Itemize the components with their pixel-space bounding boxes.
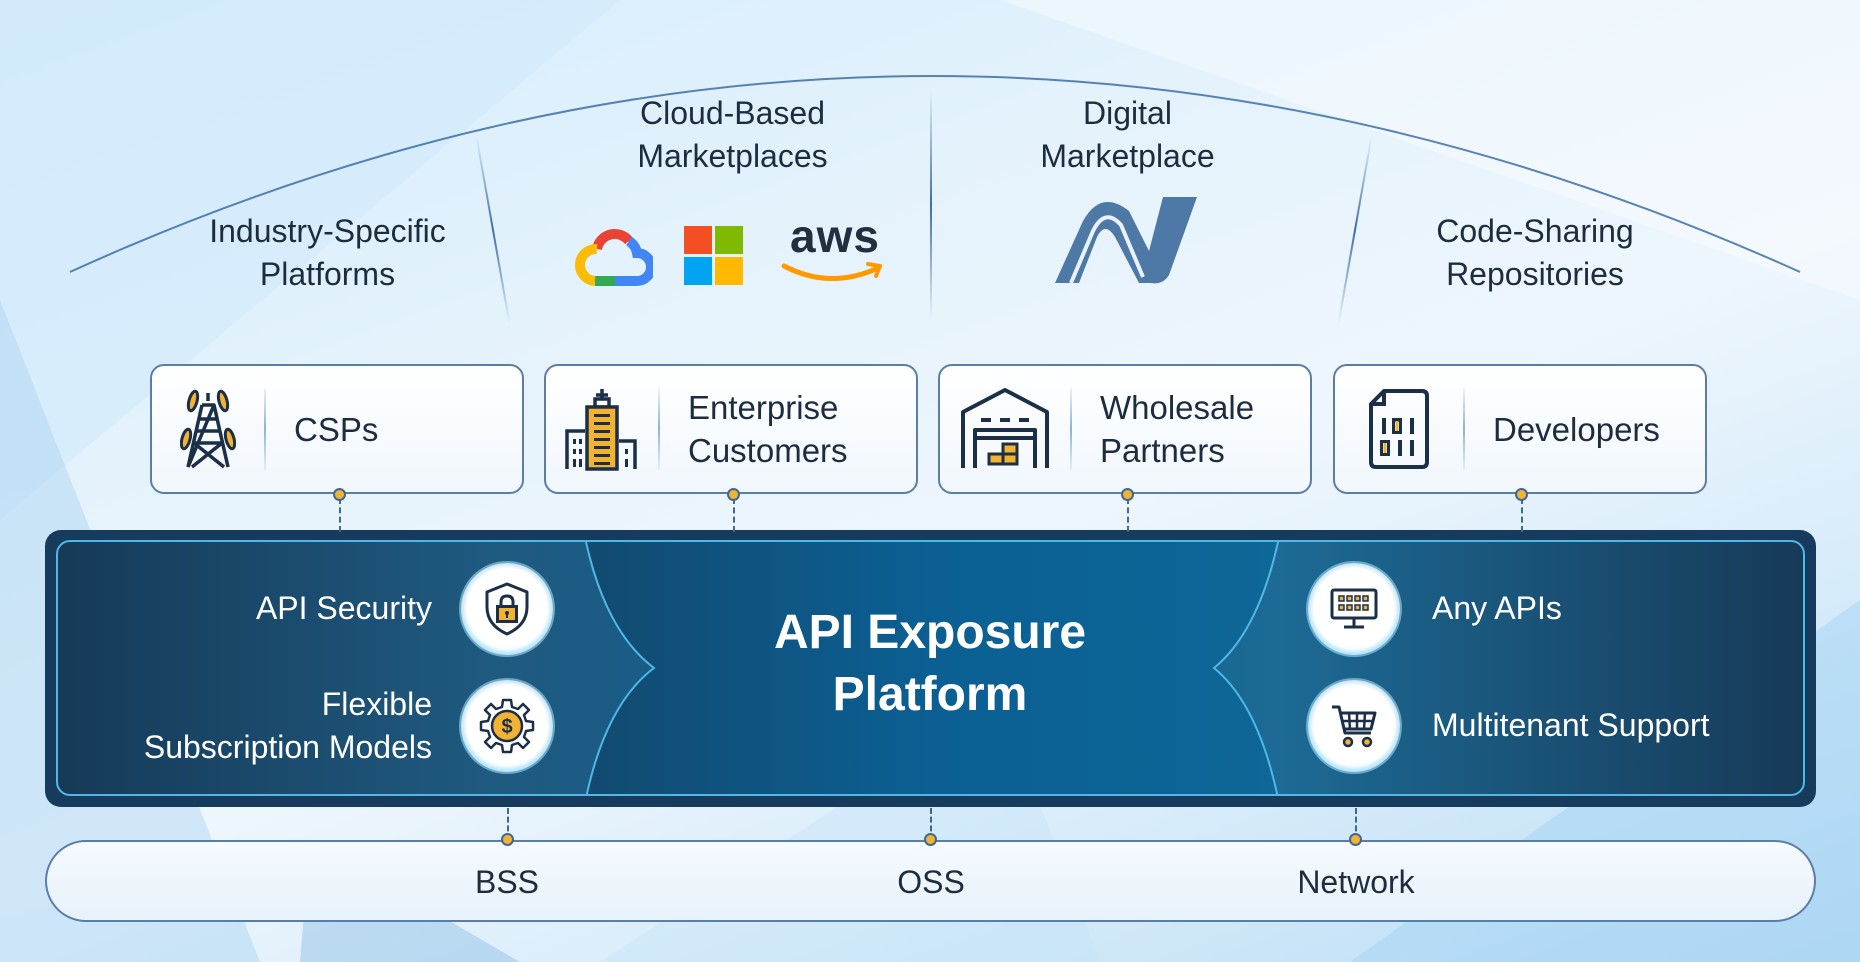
channel-label-line: Platforms — [259, 256, 396, 292]
binary-file-icon — [1369, 389, 1429, 469]
platform-center-panel — [585, 542, 1279, 794]
feature-api-security: API Security — [256, 587, 432, 630]
channel-label-line: Marketplace — [1040, 138, 1215, 174]
audience-label-line: Developers — [1493, 410, 1660, 448]
shield-lock-icon — [485, 582, 529, 636]
platform-title: API Exposure Platform — [690, 602, 1170, 726]
shopping-cart-icon — [1332, 705, 1377, 748]
svg-text:$: $ — [501, 716, 512, 738]
top-arc — [69, 75, 1801, 273]
feature-flexible-subscription-models: Flexible Subscription Models — [144, 683, 432, 769]
connector-dot — [1349, 833, 1362, 846]
feature-label: API Security — [255, 590, 432, 626]
connector-dot — [1515, 488, 1528, 501]
audience-label: Enterprise Customers — [660, 386, 848, 472]
feature-icon-badge — [461, 563, 553, 655]
foundation-oss: OSS — [897, 864, 965, 900]
feature-label: Multitenant Support — [1432, 707, 1710, 743]
connector-dot — [1121, 488, 1134, 501]
gear-dollar-icon: $ — [479, 698, 535, 754]
aws-smile-arrow — [781, 262, 882, 281]
channel-label-line: Marketplaces — [637, 138, 828, 174]
channel-label-line: Industry-Specific — [209, 213, 446, 249]
connector-line — [930, 808, 932, 840]
card-separator — [1070, 388, 1072, 470]
channel-label-line: Repositories — [1446, 256, 1624, 292]
warehouse-icon — [961, 388, 1049, 468]
connector-line — [733, 498, 735, 532]
card-separator — [658, 388, 660, 470]
audience-label: CSPs — [266, 408, 378, 451]
audience-label-line: Wholesale — [1100, 389, 1255, 426]
channel-cloud-based-marketplaces: Cloud-Based Marketplaces — [600, 92, 865, 178]
channel-label-line: Cloud-Based — [640, 95, 825, 131]
feature-icon-badge — [1308, 680, 1400, 772]
card-separator — [1463, 388, 1465, 470]
platform-title-line: Platform — [832, 668, 1028, 721]
connector-dot — [501, 833, 514, 846]
platform-title-line: API Exposure — [773, 606, 1087, 659]
divider-line — [930, 90, 932, 320]
digital-marketplace-logo — [1055, 197, 1197, 284]
channel-label-line: Code-Sharing — [1436, 213, 1634, 249]
audience-label-line: Partners — [1100, 432, 1225, 469]
feature-icon-badge — [1308, 563, 1400, 655]
audience-label: Wholesale Partners — [1072, 386, 1254, 472]
monitor-grid-icon — [1330, 588, 1378, 629]
connector-line — [507, 808, 509, 840]
microsoft-logo — [684, 226, 743, 285]
aws-logo-text: aws — [790, 210, 880, 262]
connector-dot — [924, 833, 937, 846]
aws-logo: aws — [780, 212, 890, 292]
feature-label: Any APIs — [1432, 590, 1562, 626]
connector-dot — [727, 488, 740, 501]
feature-any-apis: Any APIs — [1432, 587, 1562, 630]
connector-line — [1127, 498, 1129, 532]
channel-label-line: Digital — [1083, 95, 1172, 131]
audience-label-line: Enterprise — [688, 389, 839, 426]
channel-digital-marketplace: Digital Marketplace — [1000, 92, 1255, 178]
connector-line — [1355, 808, 1357, 840]
audience-card-csps: CSPs — [150, 364, 524, 494]
foundation-network: Network — [1297, 864, 1415, 900]
google-cloud-logo — [575, 229, 653, 286]
foundation-bss: BSS — [474, 864, 540, 900]
connector-line — [339, 498, 341, 532]
office-buildings-icon — [565, 389, 637, 471]
audience-card-wholesale-partners: Wholesale Partners — [938, 364, 1312, 494]
channel-industry-specific-platforms: Industry-Specific Platforms — [190, 210, 465, 296]
cell-tower-icon — [180, 389, 236, 469]
connector-dot — [333, 488, 346, 501]
feature-label: Subscription Models — [143, 729, 432, 765]
audience-card-developers: Developers — [1333, 364, 1707, 494]
audience-label-line: Customers — [688, 432, 848, 469]
api-exposure-platform — [56, 540, 1805, 796]
audience-label-line: CSPs — [294, 410, 379, 448]
card-separator — [264, 388, 266, 470]
feature-icon-badge: $ — [461, 680, 553, 772]
audience-card-enterprise-customers: Enterprise Customers — [544, 364, 918, 494]
feature-multitenant-support: Multitenant Support — [1432, 704, 1710, 747]
connector-line — [1521, 498, 1523, 532]
channel-code-sharing-repositories: Code-Sharing Repositories — [1400, 210, 1670, 296]
feature-label: Flexible — [321, 686, 432, 722]
audience-label: Developers — [1465, 408, 1660, 451]
